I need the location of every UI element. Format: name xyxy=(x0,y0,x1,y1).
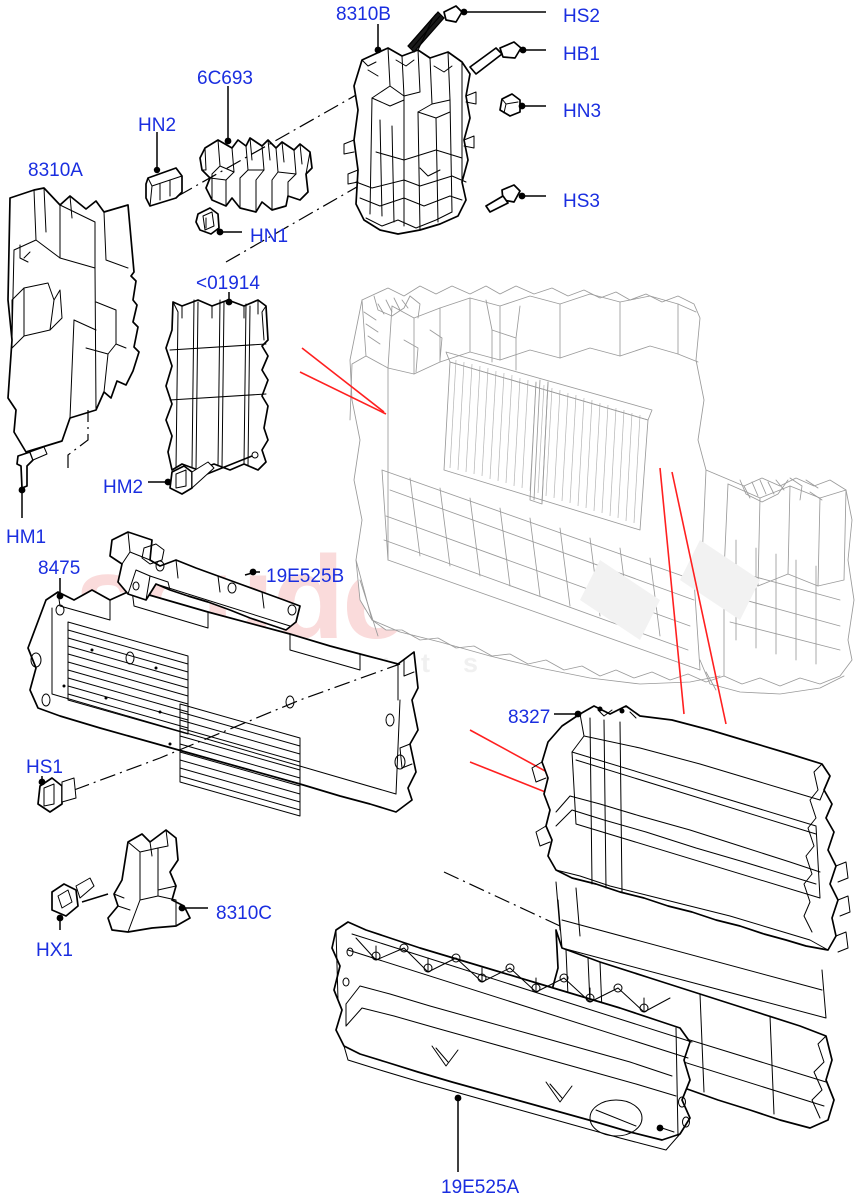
part-19E525B-bracket xyxy=(109,531,301,631)
callout-label-8310A: 8310A xyxy=(28,160,83,181)
fastener-HS1 xyxy=(37,663,401,813)
callout-label-HM1: HM1 xyxy=(6,527,47,548)
callout-label-19E525B: 19E525B xyxy=(266,566,345,587)
part-8310A-air-deflector xyxy=(7,187,140,453)
callout-label-6C693: 6C693 xyxy=(197,68,253,89)
callout-label-HN2: HN2 xyxy=(138,115,177,136)
callout-label-HN3: HN3 xyxy=(563,101,602,122)
callout-label-HS3: HS3 xyxy=(563,191,600,212)
callout-label-01914: <01914 xyxy=(196,273,260,294)
callout-label-HB1: HB1 xyxy=(563,44,600,65)
part-19E525A-lower-duct xyxy=(331,921,693,1172)
callout-label-8310C: 8310C xyxy=(216,903,272,924)
callout-label-19E525A: 19E525A xyxy=(441,1177,520,1198)
part-6C693-bracket xyxy=(199,86,313,213)
fastener-HN2 xyxy=(145,132,183,207)
fastener-HM1 xyxy=(16,410,89,518)
part-8327-air-duct xyxy=(443,705,851,1019)
fastener-HB1 xyxy=(469,41,546,75)
callout-label-8475: 8475 xyxy=(38,558,81,579)
fastener-HN3 xyxy=(499,93,546,117)
part-8310C-deflector xyxy=(81,829,208,933)
part-8310B-air-deflector xyxy=(343,24,477,235)
fastener-HS3 xyxy=(485,184,546,213)
fastener-HX1 xyxy=(51,877,95,930)
fastener-HN1 xyxy=(195,207,242,236)
callout-label-HS2: HS2 xyxy=(563,6,600,27)
callout-label-HS1: HS1 xyxy=(26,757,63,778)
callout-label-8327: 8327 xyxy=(508,707,551,728)
fastener-HM2 xyxy=(148,461,215,495)
callout-label-HX1: HX1 xyxy=(36,940,73,961)
centerline-upper xyxy=(177,85,373,197)
callout-label-HN1: HN1 xyxy=(250,226,289,247)
callout-label-HM2: HM2 xyxy=(103,477,144,498)
fastener-HS2 xyxy=(407,5,546,53)
part-8475-grille-shutter xyxy=(27,578,419,817)
callout-label-8310B: 8310B xyxy=(336,4,391,25)
assembly-radiator-module-phantom xyxy=(349,285,855,695)
part-01914-panel xyxy=(165,292,269,481)
